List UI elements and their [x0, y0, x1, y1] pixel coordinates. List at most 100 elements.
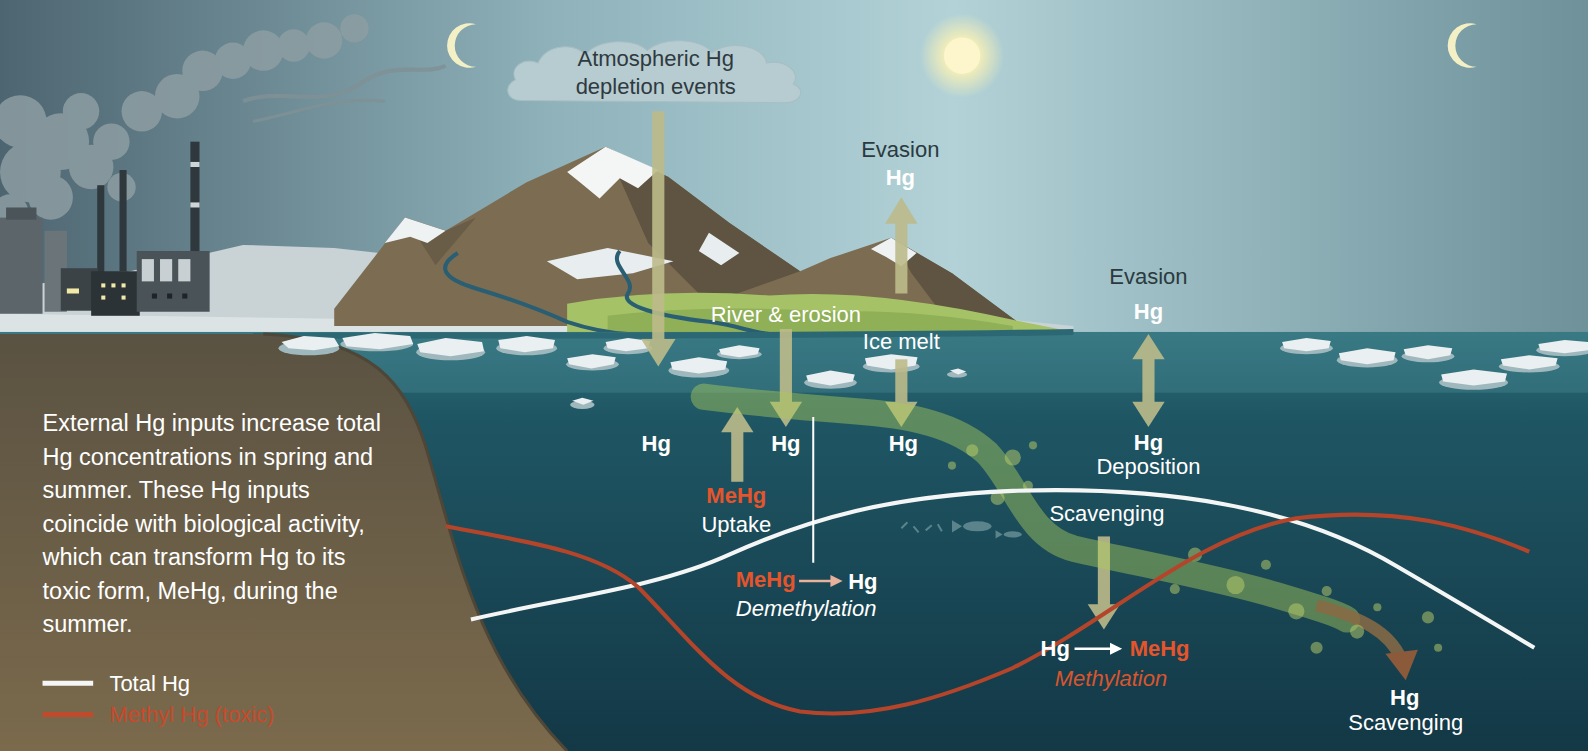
ice-floes [719, 345, 760, 357]
smoke [0, 14, 446, 231]
process-label: Demethylation [736, 596, 877, 621]
marine-life [1004, 531, 1022, 537]
flux-arrows [1142, 358, 1154, 403]
river-plume [1322, 586, 1332, 596]
mercury-species: Hg [1041, 637, 1070, 662]
sea [0, 332, 1588, 751]
mountains [385, 218, 446, 243]
sky [1448, 23, 1477, 68]
factory [0, 142, 210, 316]
smoke [253, 100, 385, 121]
cloud-outline [508, 41, 801, 103]
factory [137, 251, 210, 312]
sky [920, 13, 1005, 98]
ice-floes [572, 398, 593, 405]
ice-floes [950, 368, 966, 374]
sky [0, 0, 1588, 344]
river-plume [1317, 605, 1401, 658]
factory [122, 296, 126, 300]
river-plume [1288, 603, 1304, 619]
marine-life [996, 530, 1003, 538]
ice-floes [282, 336, 340, 350]
factory [178, 259, 190, 281]
river-plume [966, 444, 978, 456]
smoke [93, 123, 129, 159]
methylmercury-species: MeHg [1130, 637, 1190, 662]
ice-floes [1441, 369, 1507, 385]
smoke [306, 22, 342, 58]
flux-arrows [885, 197, 917, 223]
process-marks [812, 417, 814, 563]
river-plume [948, 462, 956, 470]
smoke [243, 30, 284, 70]
process-label: Scavenging [1348, 710, 1463, 735]
marine-life [952, 520, 962, 532]
factory [97, 185, 104, 276]
legend-samples [43, 681, 94, 686]
flux-arrows [780, 329, 792, 403]
sky [447, 23, 476, 68]
ice-floes [865, 354, 918, 369]
legend-samples [43, 712, 94, 717]
process-marks [1110, 643, 1122, 655]
mercury-species: Hg [848, 570, 877, 595]
factory [0, 218, 43, 314]
cloud-shape [508, 41, 801, 103]
mercury-species: Hg [1134, 299, 1163, 324]
smoke [277, 29, 309, 61]
flux-arrows [895, 359, 907, 403]
smoke [0, 95, 47, 148]
smoke [243, 66, 446, 101]
sky [0, 0, 1588, 344]
factory [152, 294, 157, 299]
process-marks [1075, 648, 1112, 651]
flux-label: Evasion [861, 137, 939, 162]
river-plume [1434, 644, 1442, 652]
legend-label: Methyl Hg (toxic) [109, 702, 274, 728]
mercury-species: Hg [642, 431, 671, 456]
ice-floes [806, 370, 855, 385]
flux-label: Evasion [1109, 265, 1187, 290]
flux-arrows [1132, 402, 1164, 427]
river-plume [1261, 560, 1271, 570]
shelf-land [0, 334, 567, 751]
ice-floes [1501, 355, 1558, 369]
river-plume [1029, 441, 1037, 449]
methylmercury-species: MeHg [706, 484, 766, 509]
process-label: Ice melt [863, 330, 940, 355]
mercury-species: Hg [771, 431, 800, 456]
methylmercury-species: MeHg [736, 568, 796, 593]
factory [142, 259, 154, 281]
factory [167, 294, 172, 299]
river-plume [1422, 611, 1434, 623]
mercury-species: Hg [889, 431, 918, 456]
factory [6, 207, 36, 219]
factory [111, 283, 115, 287]
legend-label: Total Hg [109, 671, 190, 697]
mountains [699, 233, 740, 265]
flux-arrows [1132, 334, 1164, 359]
cloud-label: Atmospheric Hg depletion events [561, 45, 751, 100]
smoke [63, 93, 99, 129]
mercury-species: Hg [886, 166, 915, 191]
river-plume [1385, 650, 1417, 680]
legend-samples [43, 683, 94, 714]
process-label: Deposition [1096, 454, 1200, 479]
mercury-species: Hg [1134, 430, 1163, 455]
river-plume [948, 441, 1442, 654]
factory [190, 202, 199, 207]
river-plume [1226, 576, 1244, 594]
process-label: Uptake [701, 512, 771, 537]
ice-floes [567, 354, 616, 368]
process-marks [830, 575, 842, 587]
river-plume [704, 397, 1442, 680]
factory [67, 288, 79, 293]
mountains [567, 147, 658, 199]
sea [0, 332, 1588, 751]
mountains [871, 238, 917, 266]
cloud-box: Atmospheric Hg depletion events [501, 36, 810, 109]
flux-arrows [895, 223, 907, 294]
factory [122, 283, 126, 287]
